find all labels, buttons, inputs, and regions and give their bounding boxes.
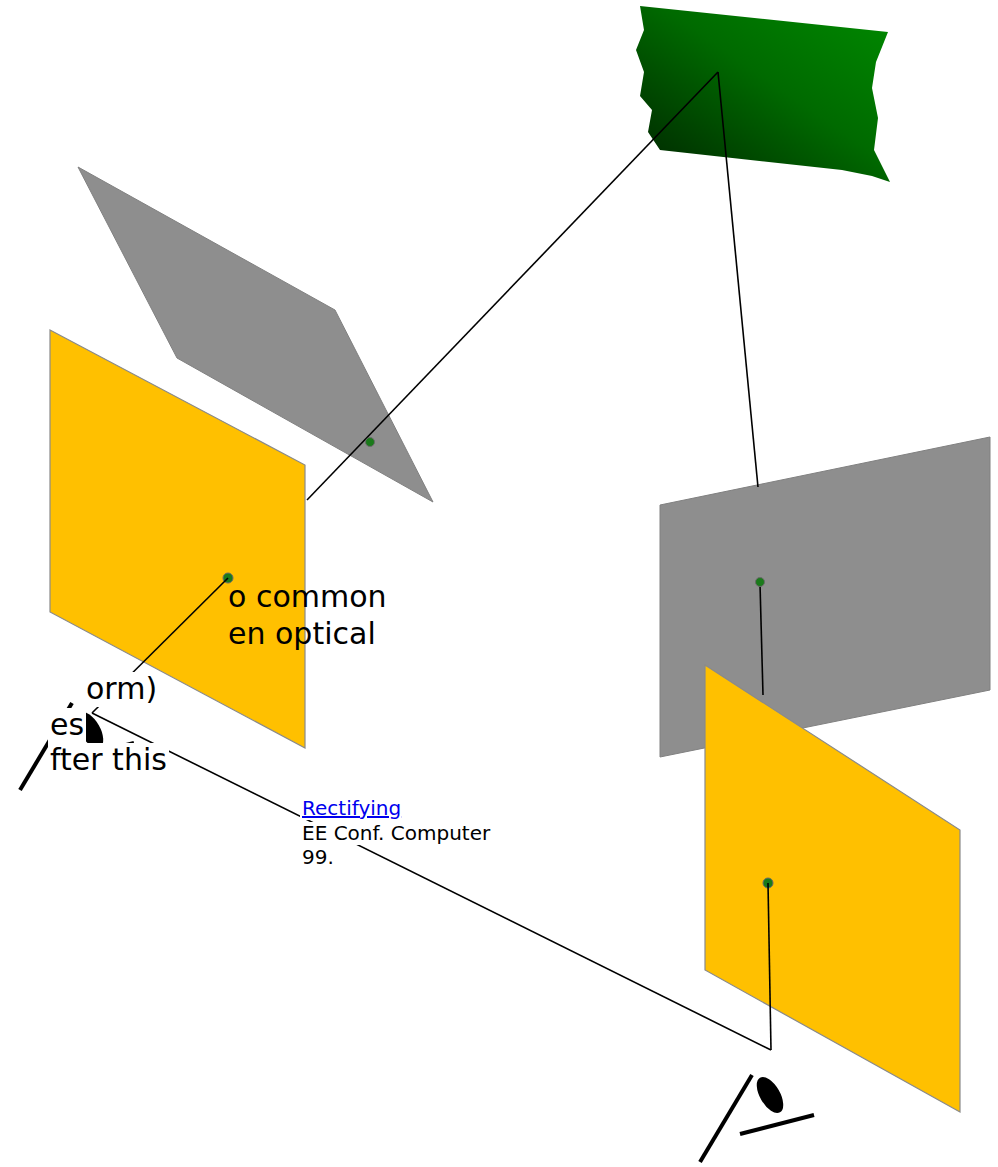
image-point [756, 578, 765, 587]
reference-text: EE Conf. Computer [300, 822, 492, 845]
slide-text: es [48, 708, 86, 743]
baseline [92, 713, 771, 1050]
slide-text: orm) [84, 672, 159, 707]
projection-ray [760, 584, 763, 695]
reference-link: Rectifying [300, 797, 403, 820]
image-plane [50, 330, 305, 748]
slide-text: en optical [226, 617, 378, 652]
reference-text: 99. [300, 846, 336, 869]
image-plane [705, 665, 960, 1112]
image-point [366, 438, 375, 447]
projection-ray [307, 72, 718, 500]
projection-ray [718, 72, 758, 487]
slide-text: fter this [48, 743, 169, 778]
camera-eye [700, 1073, 814, 1162]
scene-object [636, 6, 890, 182]
slide-text: o common [226, 580, 389, 615]
projection-ray [768, 883, 771, 1050]
